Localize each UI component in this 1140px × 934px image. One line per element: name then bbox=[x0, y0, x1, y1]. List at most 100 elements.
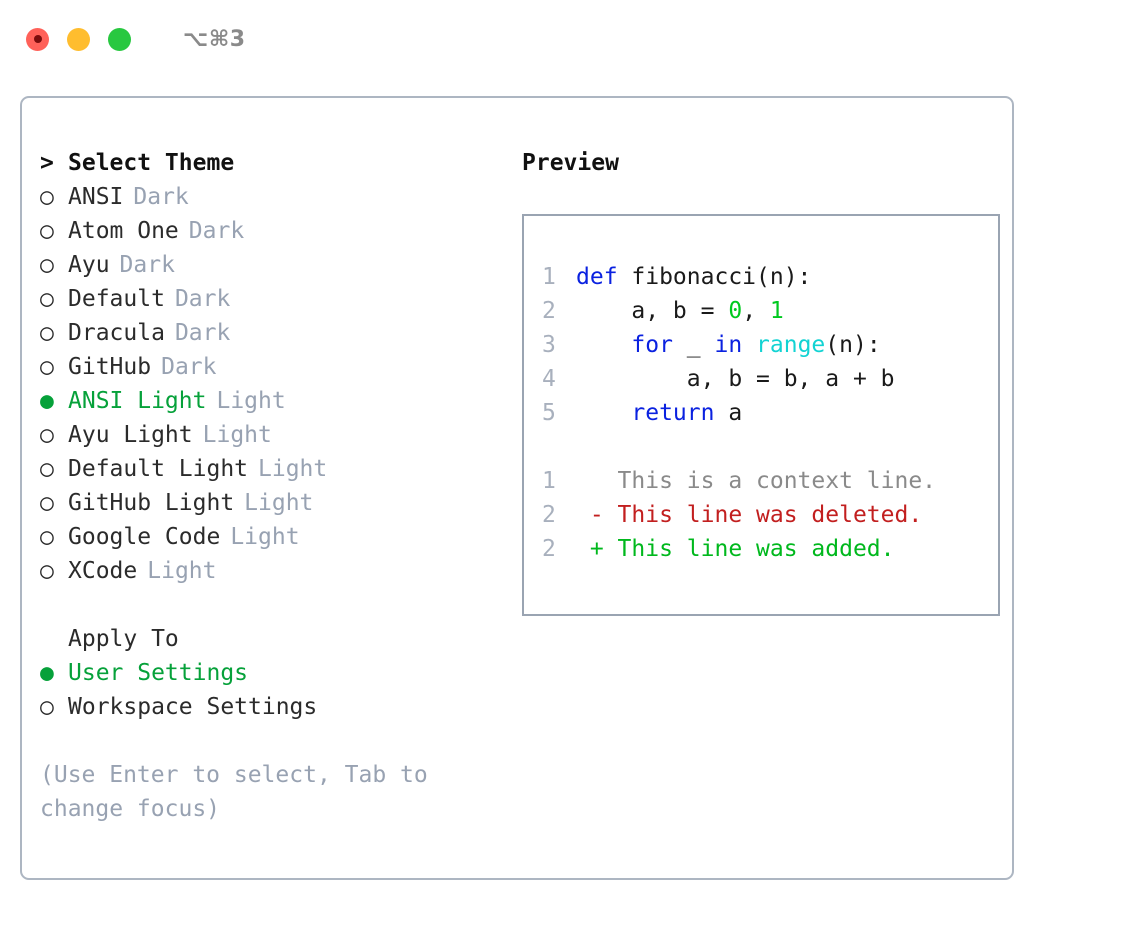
code-diff-separator bbox=[542, 430, 998, 464]
code-token-plain bbox=[576, 400, 631, 426]
keyboard-hint-text: (Use Enter to select, Tab to change focu… bbox=[40, 762, 428, 822]
radio-unselected-icon[interactable]: ○ bbox=[40, 218, 54, 244]
theme-option-variant: Light bbox=[230, 524, 300, 550]
theme-option-label: Dracula bbox=[68, 320, 165, 346]
code-line-content: a, b = 0, 1 bbox=[576, 294, 783, 328]
theme-option-label: GitHub Light bbox=[68, 490, 235, 516]
theme-option-label: XCode bbox=[68, 558, 138, 584]
radio-unselected-icon[interactable]: ○ bbox=[40, 422, 54, 448]
code-line-number: 1 bbox=[542, 264, 556, 290]
theme-option-variant: Light bbox=[202, 422, 272, 448]
code-token-plain: a, b = bbox=[576, 298, 729, 324]
theme-option-ayu-light[interactable]: ○ Ayu Light Light bbox=[40, 422, 502, 456]
apply-to-option-user-settings[interactable]: ● User Settings bbox=[40, 660, 502, 694]
code-token-plain: (n): bbox=[825, 332, 881, 358]
diff-sample: 1 This is a context line. 2 - This line w… bbox=[542, 464, 998, 566]
theme-option-xcode[interactable]: ○ XCode Light bbox=[40, 558, 502, 592]
code-line: 2 a, b = 0, 1 bbox=[542, 294, 998, 328]
theme-option-label: Ayu Light bbox=[68, 422, 193, 448]
theme-option-variant: Light bbox=[258, 456, 328, 482]
code-line-number: 5 bbox=[542, 400, 556, 426]
keyboard-shortcut-label: ⌥⌘3 bbox=[183, 26, 246, 52]
code-token-plain: fibonacci(n): bbox=[631, 264, 812, 290]
radio-selected-icon[interactable]: ● bbox=[40, 388, 54, 414]
code-token-plain: a, b = b, a + b bbox=[576, 366, 895, 392]
apply-to-heading-label: Apply To bbox=[68, 626, 179, 652]
radio-unselected-icon[interactable]: ○ bbox=[40, 490, 54, 516]
diff-line-content: This is a context line. bbox=[576, 468, 937, 494]
code-token-num: 0 bbox=[728, 298, 743, 324]
code-line: 5 return a bbox=[542, 396, 998, 430]
radio-unselected-icon[interactable]: ○ bbox=[40, 320, 54, 346]
code-token-fn: range bbox=[756, 332, 826, 358]
radio-unselected-icon[interactable]: ○ bbox=[40, 252, 54, 278]
code-token-plain: _ bbox=[672, 332, 715, 358]
code-line-content: a, b = b, a + b bbox=[576, 362, 895, 396]
theme-option-label: Google Code bbox=[68, 524, 221, 550]
code-line: 3 for _ in range(n): bbox=[542, 328, 998, 362]
code-token-kw: for bbox=[631, 332, 673, 358]
theme-option-variant: Dark bbox=[161, 354, 217, 380]
code-line-content: def fibonacci(n): bbox=[576, 260, 811, 294]
theme-option-google-code[interactable]: ○ Google Code Light bbox=[40, 524, 502, 558]
select-theme-heading-label: Select Theme bbox=[68, 150, 235, 176]
diff-line-number: 2 bbox=[542, 536, 556, 562]
code-line-number: 3 bbox=[542, 332, 556, 358]
theme-option-variant: Dark bbox=[174, 320, 231, 346]
code-line-content: for _ in range(n): bbox=[576, 328, 881, 362]
radio-unselected-icon[interactable]: ○ bbox=[40, 524, 54, 550]
radio-unselected-icon[interactable]: ○ bbox=[40, 184, 54, 210]
window-controls bbox=[26, 27, 131, 51]
apply-to-option-label: Workspace Settings bbox=[68, 694, 318, 720]
diff-line-content: - This line was deleted. bbox=[576, 502, 923, 528]
code-token-kw: def bbox=[576, 264, 632, 290]
apply-to-option-label: User Settings bbox=[68, 660, 249, 686]
theme-option-dracula[interactable]: ○ Dracula Dark bbox=[40, 320, 502, 354]
radio-unselected-icon[interactable]: ○ bbox=[40, 558, 54, 584]
theme-option-variant: Light bbox=[147, 558, 217, 584]
radio-unselected-icon[interactable]: ○ bbox=[40, 286, 54, 312]
diff-line-number: 2 bbox=[542, 502, 556, 528]
select-theme-heading: > Select Theme bbox=[40, 150, 502, 184]
theme-option-label: ANSI bbox=[68, 184, 124, 210]
prompt-caret-icon: > bbox=[40, 150, 54, 176]
code-token-kw: return bbox=[631, 400, 715, 426]
diff-line-number: 1 bbox=[542, 468, 556, 494]
theme-option-ansi-light[interactable]: ● ANSI Light Light bbox=[40, 388, 502, 422]
theme-option-label: Atom One bbox=[68, 218, 179, 244]
theme-option-label: Default bbox=[68, 286, 165, 312]
code-token-plain: , bbox=[742, 298, 770, 324]
radio-unselected-icon[interactable]: ○ bbox=[40, 354, 54, 380]
theme-option-variant: Dark bbox=[133, 184, 189, 210]
radio-unselected-icon[interactable]: ○ bbox=[40, 694, 54, 720]
preview-title: Preview bbox=[522, 150, 619, 176]
apply-to-option-list: ● User Settings ○ Workspace Settings bbox=[40, 660, 502, 728]
theme-option-variant: Light bbox=[216, 388, 286, 414]
code-token-plain: a bbox=[714, 400, 743, 426]
theme-option-ansi[interactable]: ○ ANSI Dark bbox=[40, 184, 502, 218]
apply-to-heading-spacer bbox=[40, 626, 68, 652]
apply-to-option-workspace-settings[interactable]: ○ Workspace Settings bbox=[40, 694, 502, 728]
minimize-dot[interactable] bbox=[67, 27, 90, 51]
code-line-number: 4 bbox=[542, 366, 556, 392]
code-line: 1 def fibonacci(n): bbox=[542, 260, 998, 294]
maximize-dot[interactable] bbox=[108, 27, 131, 51]
theme-option-variant: Dark bbox=[119, 252, 175, 278]
close-dot[interactable] bbox=[26, 27, 49, 51]
radio-unselected-icon[interactable]: ○ bbox=[40, 456, 54, 482]
code-token-plain bbox=[742, 332, 756, 358]
radio-selected-icon[interactable]: ● bbox=[40, 660, 54, 686]
theme-option-label: ANSI Light bbox=[68, 388, 207, 414]
